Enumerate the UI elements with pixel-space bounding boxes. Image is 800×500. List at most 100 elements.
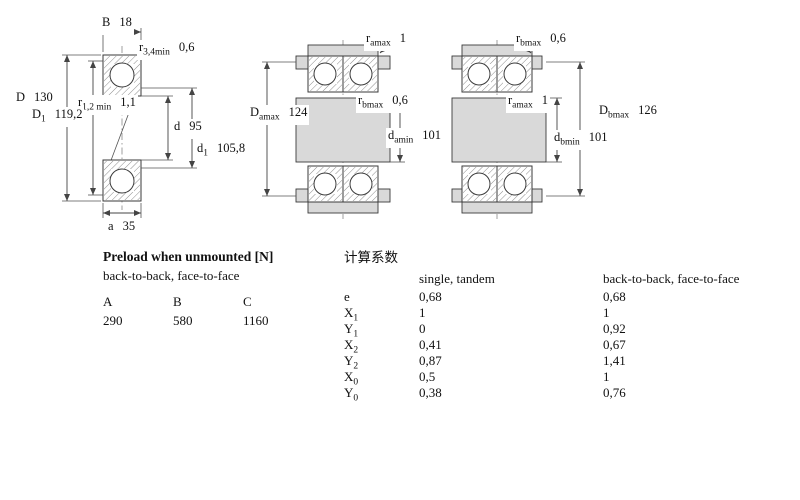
dim-subscript: bmax (362, 100, 384, 111)
bearing-drawings (62, 28, 585, 219)
factor-label: Y1 (344, 321, 359, 340)
factor-label: X0 (344, 369, 359, 388)
factor-row: Y0 0,38 0,76 (344, 385, 739, 404)
dim-value: 1 (399, 31, 406, 45)
factor-value-single: 1 (419, 305, 426, 320)
factor-value-paired: 0,68 (603, 289, 626, 304)
preload-title: Preload when unmounted [N] (103, 249, 274, 264)
preload-value-b: 580 (173, 313, 193, 328)
factor-row: X2 0,41 0,67 (344, 337, 739, 356)
dim-symbol: d (388, 128, 395, 142)
dim-value: 0,6 (392, 93, 408, 107)
dim-symbol: r (366, 31, 371, 45)
preload-header-b: B (173, 294, 182, 309)
preload-header-row: A B C (103, 294, 313, 310)
single-bearing-drawing (62, 28, 197, 218)
factors-col2-header: back-to-back, face-to-face (603, 271, 740, 286)
back-to-back-arrangement-drawing (262, 40, 405, 219)
dim-symbol: r (358, 93, 363, 107)
dim-subscript: amax (259, 112, 280, 123)
factor-label: X1 (344, 305, 359, 324)
dim-subscript: 1 (203, 148, 208, 159)
dim-symbol: r (508, 93, 513, 107)
dim-label-ramax-mid: ramax 1 (364, 31, 408, 51)
dim-label-rbmax-right: rbmax 0,6 (514, 31, 568, 51)
dim-symbol: D (250, 105, 260, 119)
factor-row: e 0,68 0,68 (344, 289, 739, 305)
dim-label-D: D 130 (14, 90, 55, 110)
factor-label: Y2 (344, 353, 359, 372)
dim-symbol: r (78, 95, 83, 109)
dim-symbol: D (599, 103, 609, 117)
dim-label-Dbmax: Dbmax 126 (597, 103, 659, 123)
factor-row: Y1 0 0,92 (344, 321, 739, 340)
dim-symbol: B (102, 15, 111, 29)
dim-subscript: amin (394, 135, 414, 146)
dim-value: 130 (34, 90, 53, 104)
dim-value: 101 (588, 130, 608, 144)
preload-header-c: C (243, 294, 252, 309)
preload-table: Preload when unmounted [N] back-to-back,… (103, 249, 313, 332)
factor-value-paired: 0,76 (603, 385, 626, 400)
dim-symbol: r (516, 31, 521, 45)
dim-symbol: d (174, 119, 181, 133)
dim-subscript: bmax (608, 110, 630, 121)
factor-value-paired: 1,41 (603, 353, 626, 368)
dim-value: 0,6 (178, 40, 195, 54)
factor-value-paired: 0,92 (603, 321, 626, 336)
dim-label-r12: r1,2 min 1,1 (76, 95, 138, 115)
dim-symbol: d (554, 130, 561, 144)
dim-value: 18 (119, 15, 132, 29)
dim-label-B: B 18 (100, 15, 134, 35)
preload-value-a: 290 (103, 313, 123, 328)
factors-col1-header: single, tandem (419, 271, 495, 286)
factor-value-paired: 0,67 (603, 337, 626, 352)
factor-label: Y0 (344, 385, 359, 404)
dim-value: 0,6 (550, 31, 566, 45)
dim-subscript: bmax (520, 38, 542, 49)
dim-value: 124 (288, 105, 308, 119)
dim-value: 35 (122, 219, 136, 233)
dim-subscript: amax (512, 100, 533, 111)
calculation-factors-table: 计算系数 single, tandem back-to-back, face-to… (344, 249, 739, 404)
dim-label-Damax: Damax 124 (248, 105, 310, 125)
dim-subscript: amax (370, 38, 391, 49)
dim-value: 1,1 (120, 95, 136, 109)
factor-row: X1 1 1 (344, 305, 739, 324)
dim-subscript: 1 (41, 114, 46, 125)
factor-value-single: 0,41 (419, 337, 442, 352)
face-to-face-arrangement-drawing (451, 40, 585, 219)
dim-label-rbmax-mid: rbmax 0,6 (356, 93, 410, 113)
factor-row: X0 0,5 1 (344, 369, 739, 388)
dim-subscript: 1,2 min (82, 102, 112, 113)
factor-value-paired: 1 (603, 305, 610, 320)
factor-value-single: 0,5 (419, 369, 436, 384)
preload-header-a: A (103, 294, 113, 309)
factor-label: X2 (344, 337, 359, 356)
factors-title: 计算系数 (344, 250, 398, 265)
factor-value-single: 0,38 (419, 385, 442, 400)
dim-symbol: D (16, 90, 26, 104)
preload-subtitle: back-to-back, face-to-face (103, 268, 240, 283)
dim-symbol: d (197, 141, 204, 155)
factor-value-single: 0,68 (419, 289, 442, 304)
factors-header-row: single, tandem back-to-back, face-to-face (344, 271, 739, 286)
preload-value-c: 1160 (243, 313, 269, 328)
dim-subscript: 3,4min (143, 47, 170, 58)
factor-value-paired: 1 (603, 369, 610, 384)
dim-label-dbmin: dbmin 101 (552, 130, 610, 150)
dim-subscript: bmin (560, 137, 580, 148)
dim-value: 126 (638, 103, 657, 117)
factor-value-single: 0 (419, 321, 426, 336)
dim-value: 119,2 (54, 107, 83, 121)
factor-label: e (344, 289, 350, 304)
